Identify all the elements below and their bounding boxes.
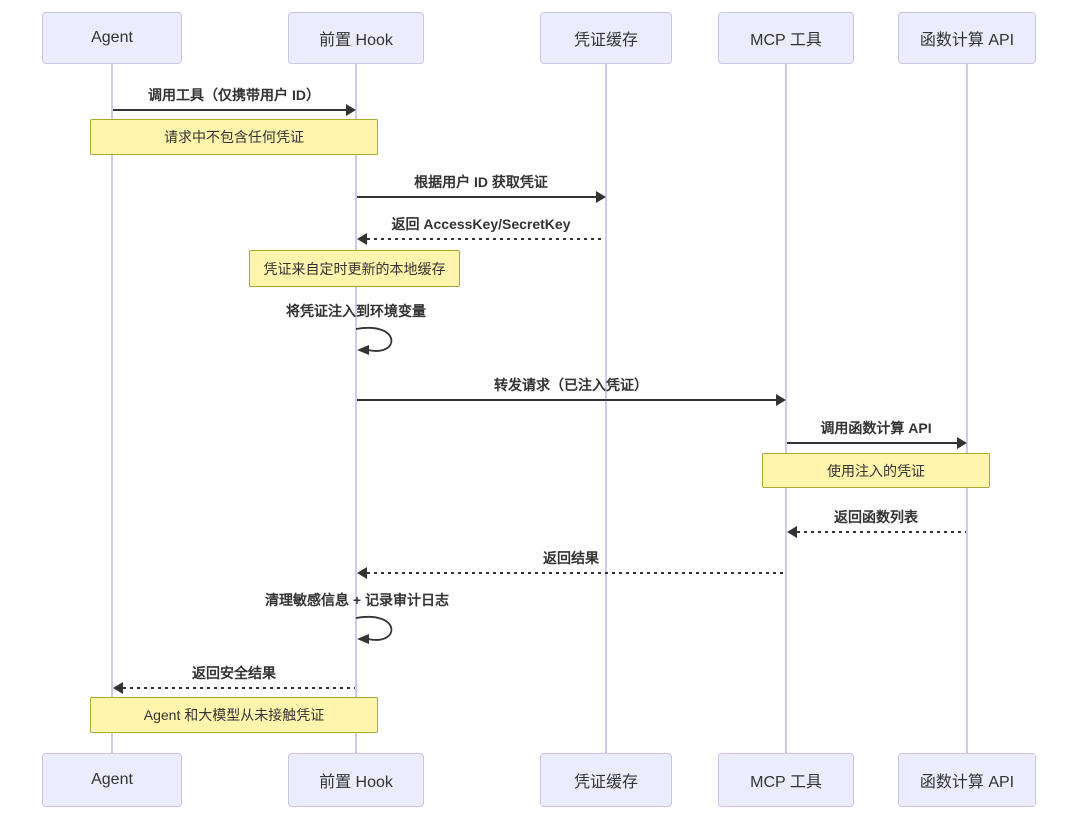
note-label: 请求中不包含任何凭证: [164, 129, 304, 145]
actor-label: MCP 工具: [750, 774, 822, 791]
message-label: 返回函数列表: [834, 509, 918, 525]
message-line: [357, 399, 776, 401]
message-line: [123, 687, 355, 689]
actor-credential-cache-bottom: 凭证缓存: [540, 753, 672, 807]
message-label: 返回 AccessKey/SecretKey: [391, 216, 571, 232]
note-label: Agent 和大模型从未接触凭证: [143, 707, 325, 723]
actor-agent-bottom: Agent: [42, 753, 182, 807]
arrowhead-left: [113, 682, 123, 694]
note: 凭证来自定时更新的本地缓存: [249, 250, 460, 287]
actor-label: 前置 Hook: [319, 32, 393, 49]
note: Agent 和大模型从未接触凭证: [90, 697, 378, 733]
note-label: 使用注入的凭证: [827, 462, 925, 479]
actor-label: 前置 Hook: [319, 774, 393, 791]
actor-label: 凭证缓存: [573, 774, 638, 791]
lifeline-mcp-tool: [785, 64, 787, 754]
arrowhead-right: [776, 394, 786, 406]
arrowhead-right: [346, 104, 356, 116]
lifeline-agent: [111, 64, 113, 754]
actor-label: Agent: [91, 29, 133, 46]
message-label: 返回结果: [543, 550, 599, 566]
actor-label: 凭证缓存: [573, 32, 638, 49]
arrowhead-left: [357, 567, 367, 579]
message-line: [797, 531, 966, 533]
note-label: 凭证来自定时更新的本地缓存: [263, 260, 446, 277]
message-line: [787, 442, 957, 444]
message-label: 调用工具（仅携带用户 ID）: [148, 87, 320, 103]
message-label: 根据用户 ID 获取凭证: [414, 174, 548, 190]
actor-pre-hook-bottom: 前置 Hook: [288, 753, 424, 807]
arrowhead-right: [957, 437, 967, 449]
arrowhead-left: [357, 233, 367, 245]
message-line: [113, 109, 346, 111]
actor-fc-api-top: 函数计算 API: [898, 12, 1036, 64]
lifeline-pre-hook: [355, 64, 357, 754]
arrowhead-left: [787, 526, 797, 538]
note: 请求中不包含任何凭证: [90, 119, 378, 155]
self-message-label: 清理敏感信息 + 记录审计日志: [265, 592, 449, 608]
message-label: 转发请求（已注入凭证）: [494, 377, 648, 393]
message-line: [367, 572, 785, 574]
lifeline-fc-api: [966, 64, 968, 754]
actor-label: MCP 工具: [750, 32, 822, 49]
actor-credential-cache-top: 凭证缓存: [540, 12, 672, 64]
self-loop-arrow: [355, 615, 393, 644]
message-label: 调用函数计算 API: [820, 420, 932, 436]
actor-mcp-tool-top: MCP 工具: [718, 12, 854, 64]
actor-label: 函数计算 API: [919, 32, 1015, 49]
message-label: 返回安全结果: [192, 665, 276, 681]
actor-label: Agent: [91, 771, 133, 788]
actor-pre-hook-top: 前置 Hook: [288, 12, 424, 64]
actor-mcp-tool-bottom: MCP 工具: [718, 753, 854, 807]
lifeline-credential-cache: [605, 64, 607, 754]
self-loop-arrow: [355, 326, 393, 355]
actor-agent-top: Agent: [42, 12, 182, 64]
self-message-label: 将凭证注入到环境变量: [286, 303, 426, 319]
arrowhead-right: [596, 191, 606, 203]
note: 使用注入的凭证: [762, 453, 990, 488]
actor-label: 函数计算 API: [919, 774, 1015, 791]
message-line: [357, 196, 596, 198]
actor-fc-api-bottom: 函数计算 API: [898, 753, 1036, 807]
message-line: [367, 238, 605, 240]
